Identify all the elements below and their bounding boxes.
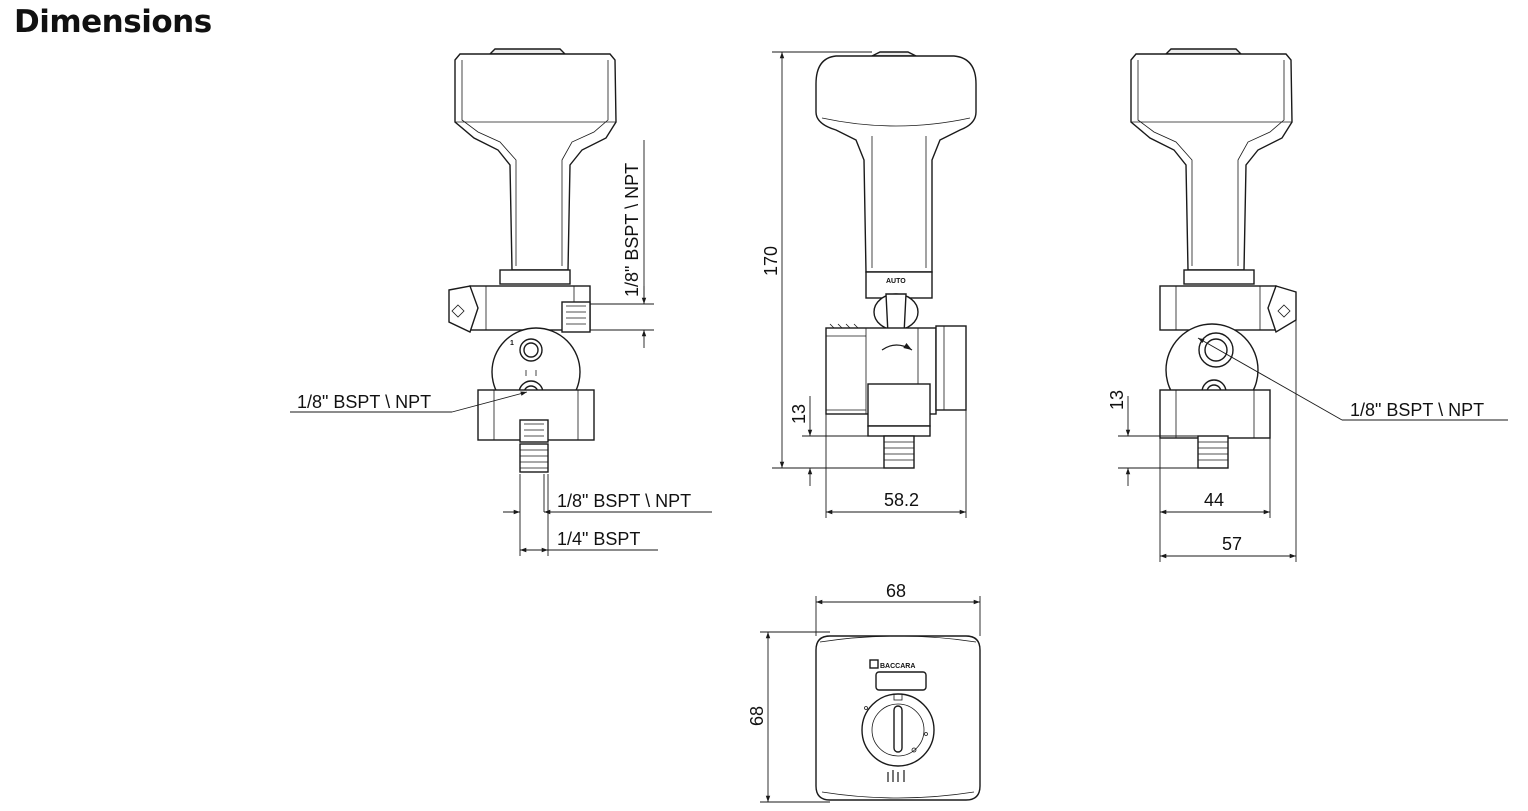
bottom-thread-rear xyxy=(1197,435,1229,469)
front-view xyxy=(448,48,617,473)
latch-clip xyxy=(448,285,479,333)
label-port-1: 1 xyxy=(510,340,514,347)
handle-top-cap xyxy=(488,48,567,55)
side-view-dimensions: 170 13 58.2 xyxy=(761,51,967,518)
dim-top-width: 68 xyxy=(886,581,906,601)
dim-width-side: 58.2 xyxy=(884,490,919,510)
latch-clip-rear xyxy=(1267,285,1297,334)
display-window xyxy=(875,671,927,691)
label-side-thread-eighth: 1/8" BSPT \ NPT xyxy=(622,163,642,297)
label-rear-port-thread: 1/8" BSPT \ NPT xyxy=(1350,400,1484,420)
dim-bottom-height-rear: 13 xyxy=(1107,390,1127,410)
brand-logo-icon xyxy=(869,659,879,669)
label-front-port-thread: 1/8" BSPT \ NPT xyxy=(297,392,431,412)
right-port-side xyxy=(935,325,967,411)
valve-upper-body-rear xyxy=(1159,285,1277,331)
top-view-dimensions: 68 68 xyxy=(747,581,981,803)
dim-width-outer-rear: 57 xyxy=(1222,534,1242,554)
page-title: Dimensions xyxy=(14,4,212,40)
dim-width-inner-rear: 44 xyxy=(1204,490,1224,510)
side-port xyxy=(561,301,591,333)
top-view: BACCARA xyxy=(815,635,981,801)
actuator-handle-side xyxy=(815,55,977,273)
valve-lower-body-rear xyxy=(1159,389,1271,439)
label-auto: AUTO xyxy=(886,278,906,285)
indicator-mark-icon xyxy=(887,770,905,782)
bottom-thread-side xyxy=(883,435,915,469)
actuator-handle xyxy=(454,53,617,271)
rear-view: 3 xyxy=(1130,48,1297,469)
knob-indicator xyxy=(893,705,903,753)
bottom-thread xyxy=(519,443,549,473)
dim-bottom-height-side: 13 xyxy=(789,404,809,424)
actuator-handle-rear xyxy=(1130,53,1293,271)
label-bottom-thread-eighth: 1/8" BSPT \ NPT xyxy=(557,491,691,511)
dim-height-total: 170 xyxy=(761,246,781,276)
dim-top-height: 68 xyxy=(747,706,767,726)
rear-view-dimensions: 13 44 57 1/8" BSPT \ NPT xyxy=(1107,320,1508,562)
label-brand: BACCARA xyxy=(880,663,915,670)
label-bottom-thread-quarter: 1/4" BSPT xyxy=(557,529,640,549)
side-view: AUTO xyxy=(815,51,977,469)
front-view-dimensions: 1/8" BSPT \ NPT 1/4" BSPT 1/8" BSPT \ NP… xyxy=(290,140,712,556)
handle-neck xyxy=(499,269,571,285)
